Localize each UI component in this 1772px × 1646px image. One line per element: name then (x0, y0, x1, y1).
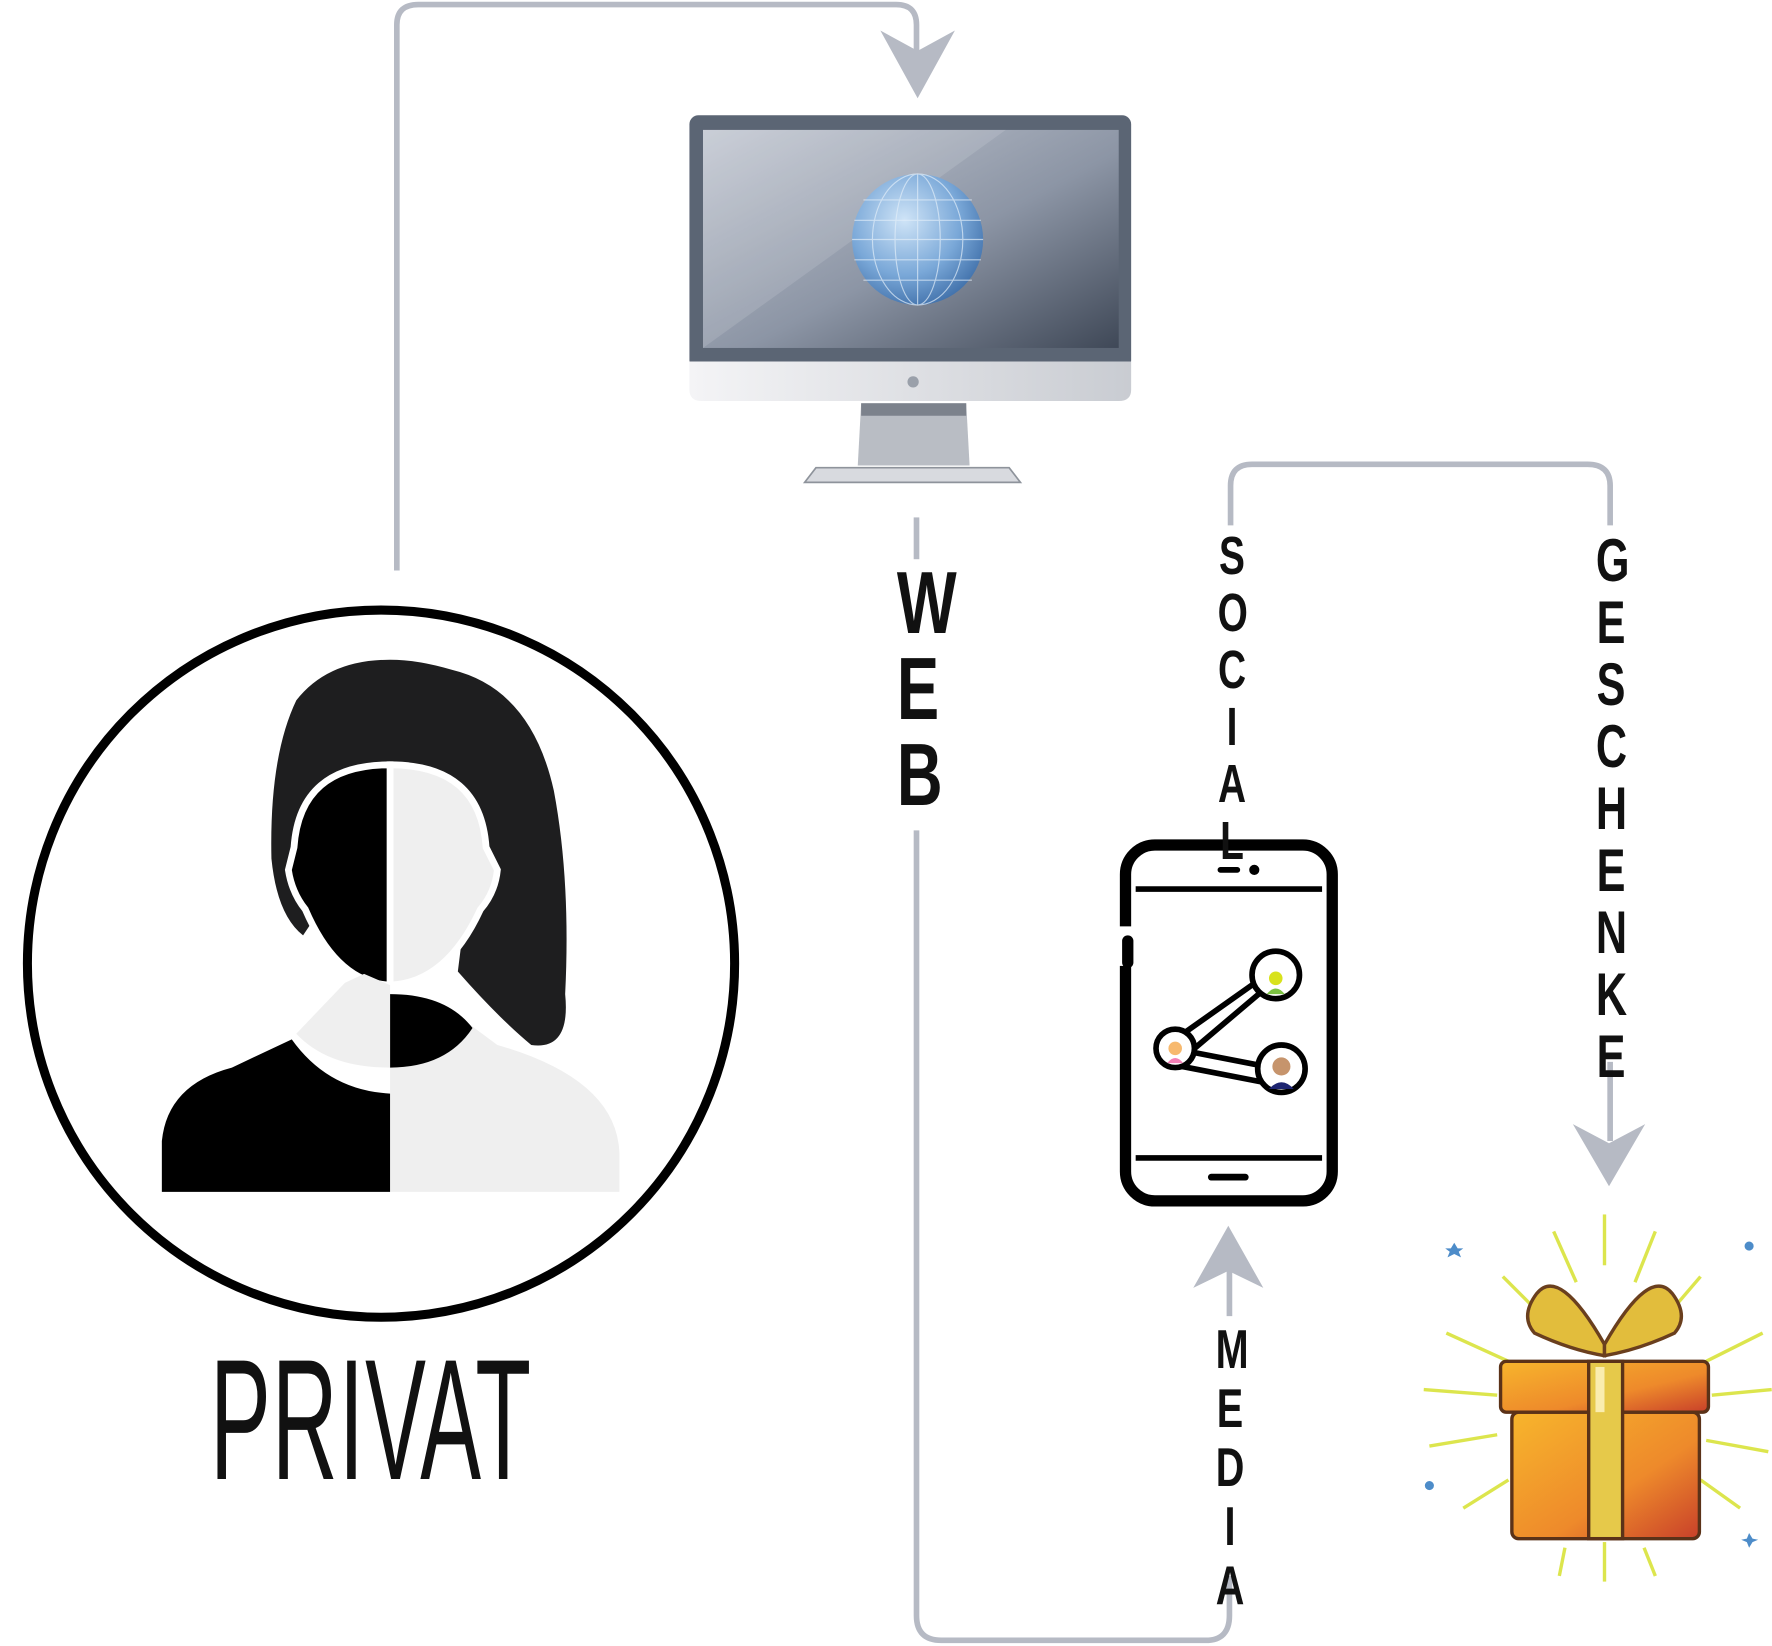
connector-web-to-media (913, 517, 1233, 1644)
connector-privat-to-web (394, 1, 920, 571)
social-label: SOCIAL (1217, 526, 1248, 871)
connector-social-to-geschenke (1227, 461, 1613, 1142)
globe-icon (852, 173, 984, 306)
arrow-head-up-icon (1193, 1225, 1264, 1288)
geschenke-label: GESCHENKE (1595, 527, 1630, 1090)
computer-monitor-icon (689, 115, 1132, 484)
privat-label: PRIVAT (210, 1324, 533, 1516)
arrow-head-down-icon (1572, 1124, 1646, 1187)
person-avatar-icon (22, 605, 740, 1322)
web-label: WEB (896, 553, 957, 824)
smartphone-icon (1118, 839, 1338, 1207)
arrow-head-down-icon (880, 30, 955, 99)
share-network-icon (1153, 948, 1308, 1096)
media-label: MEDIA (1215, 1318, 1249, 1616)
gift-box-icon (1423, 1214, 1772, 1582)
